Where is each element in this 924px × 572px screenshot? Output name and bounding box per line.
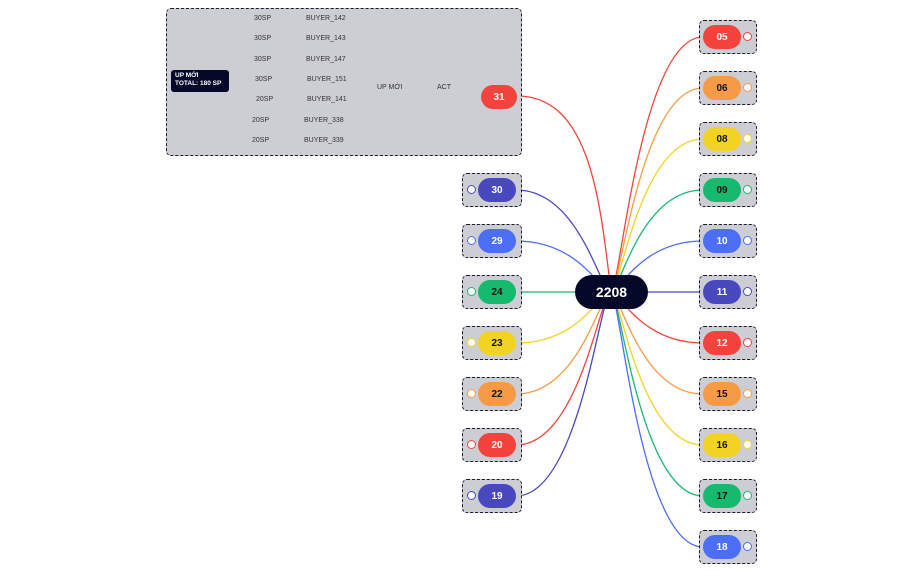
node-badge — [743, 389, 752, 398]
node-16[interactable]: 16 — [703, 433, 741, 457]
node-badge — [743, 287, 752, 296]
wire-31 — [516, 95, 612, 293]
node-06[interactable]: 06 — [703, 76, 741, 100]
breakdown-qty: 20SP — [252, 137, 270, 144]
node-badge — [467, 287, 476, 296]
wire-17 — [610, 291, 704, 497]
breakdown-buyer: BUYER_339 — [304, 137, 344, 144]
node-badge — [743, 185, 752, 194]
breakdown-qty: 20SP — [252, 117, 270, 124]
breakdown-qty: 30SP — [254, 15, 272, 22]
breakdown-buyer: BUYER_143 — [306, 35, 346, 42]
breakdown-buyer: BUYER_151 — [307, 76, 347, 83]
node-badge — [467, 440, 476, 449]
branch-label-up-moi: UP MỚI — [377, 84, 403, 91]
node-15[interactable]: 15 — [703, 382, 741, 406]
wire-06 — [610, 87, 704, 293]
node-29[interactable]: 29 — [478, 229, 516, 253]
node-badge — [743, 134, 752, 143]
node-badge — [467, 185, 476, 194]
node-12[interactable]: 12 — [703, 331, 741, 355]
node-05[interactable]: 05 — [703, 25, 741, 49]
node-11[interactable]: 11 — [703, 280, 741, 304]
node-19[interactable]: 19 — [478, 484, 516, 508]
node-08[interactable]: 08 — [703, 127, 741, 151]
wire-16 — [610, 291, 704, 446]
summary-tag[interactable]: UP MỚI TOTAL: 180 SP — [171, 70, 229, 92]
breakdown-buyer: BUYER_142 — [306, 15, 346, 22]
node-31[interactable]: 31 — [481, 85, 517, 109]
node-badge — [743, 83, 752, 92]
node-20[interactable]: 20 — [478, 433, 516, 457]
node-badge — [467, 338, 476, 347]
branch-label-act: ACT — [437, 84, 451, 91]
node-badge — [743, 542, 752, 551]
node-badge — [743, 236, 752, 245]
node-badge — [743, 440, 752, 449]
summary-total: TOTAL: 180 SP — [175, 80, 222, 87]
breakdown-buyer: BUYER_338 — [304, 117, 344, 124]
node-badge — [743, 491, 752, 500]
breakdown-qty: 30SP — [254, 56, 272, 63]
node-badge — [467, 491, 476, 500]
node-18[interactable]: 18 — [703, 535, 741, 559]
node-22[interactable]: 22 — [478, 382, 516, 406]
central-node[interactable]: 2208 — [575, 275, 648, 309]
node-badge — [467, 389, 476, 398]
node-09[interactable]: 09 — [703, 178, 741, 202]
node-24[interactable]: 24 — [478, 280, 516, 304]
breakdown-qty: 30SP — [254, 35, 272, 42]
wire-19 — [515, 291, 612, 497]
wire-08 — [610, 138, 704, 293]
breakdown-qty: 30SP — [255, 76, 273, 83]
node-badge — [467, 236, 476, 245]
node-badge — [743, 32, 752, 41]
breakdown-qty: 20SP — [256, 96, 274, 103]
node-30[interactable]: 30 — [478, 178, 516, 202]
summary-title: UP MỚI — [175, 72, 199, 79]
node-10[interactable]: 10 — [703, 229, 741, 253]
breakdown-buyer: BUYER_147 — [306, 56, 346, 63]
breakdown-buyer: BUYER_141 — [307, 96, 347, 103]
node-17[interactable]: 17 — [703, 484, 741, 508]
node-23[interactable]: 23 — [478, 331, 516, 355]
node-badge — [743, 338, 752, 347]
